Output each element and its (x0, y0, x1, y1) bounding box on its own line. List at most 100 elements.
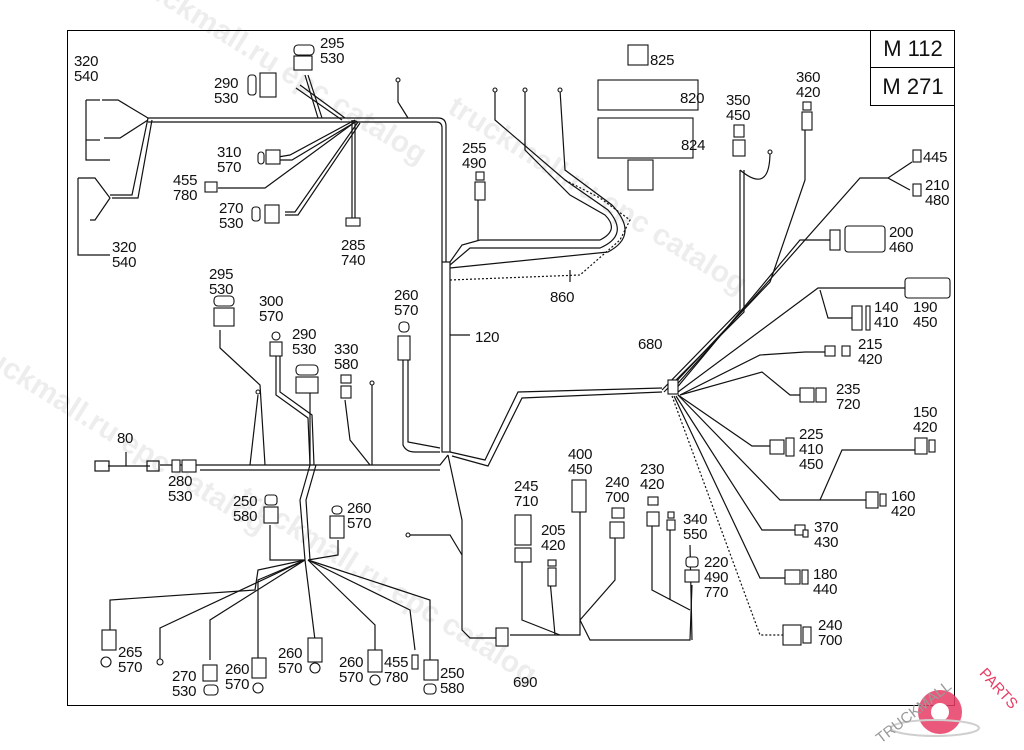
part-number: 420 (891, 503, 916, 520)
part-number: 295 (320, 35, 345, 52)
part-number: 300 (259, 293, 284, 310)
part-number: 530 (209, 281, 234, 298)
part-number: 140 (874, 299, 899, 316)
part-number: 205 (541, 522, 566, 539)
part-label-860: 860 (550, 290, 574, 305)
connectors (100, 44, 951, 696)
part-number: 225 (799, 426, 824, 443)
harness-left-bottom (94, 330, 500, 660)
part-number: 250 (233, 493, 258, 510)
part-number: 530 (172, 683, 197, 700)
part-number: 280 (168, 473, 193, 490)
part-number: 120 (475, 329, 500, 346)
part-label-690: 690 (513, 675, 537, 690)
part-number: 440 (813, 581, 838, 598)
part-number: 420 (858, 351, 883, 368)
part-number: 445 (923, 149, 948, 166)
part-number: 455 (384, 654, 409, 671)
part-number: 410 (874, 314, 899, 331)
part-number: 420 (541, 537, 566, 554)
part-number: 690 (513, 674, 538, 691)
harness-right-fan (661, 128, 915, 636)
part-number: 770 (704, 584, 729, 601)
part-number: 320 (112, 239, 137, 256)
part-number: 450 (726, 107, 751, 124)
part-number: 320 (74, 53, 99, 70)
part-number: 250 (440, 665, 465, 682)
part-label-825: 825 (650, 53, 674, 68)
part-number: 410 (799, 441, 824, 458)
part-number: 825 (650, 52, 675, 69)
part-number: 400 (568, 446, 593, 463)
part-number: 210 (925, 177, 950, 194)
part-number: 720 (836, 396, 861, 413)
part-number: 150 (913, 404, 938, 421)
part-number: 235 (836, 381, 861, 398)
part-number: 340 (683, 511, 708, 528)
part-number: 290 (214, 75, 239, 92)
part-number: 230 (640, 461, 665, 478)
part-number: 180 (813, 566, 838, 583)
logo-text-parts: PARTS (976, 665, 1021, 713)
part-number: 460 (889, 239, 914, 256)
part-number: 530 (168, 488, 193, 505)
harness-top-trunk (77, 74, 447, 262)
part-number: 350 (726, 92, 751, 109)
part-number: 450 (568, 461, 593, 478)
part-number: 530 (292, 341, 317, 358)
part-number: 270 (219, 200, 244, 217)
part-number: 420 (913, 419, 938, 436)
part-number: 824 (681, 137, 706, 154)
part-number: 570 (225, 676, 250, 693)
part-number: 580 (334, 356, 359, 373)
part-label-120: 120 (475, 330, 499, 345)
part-number: 240 (605, 474, 630, 491)
harness-bottom-center (510, 500, 693, 641)
part-number: 290 (292, 326, 317, 343)
part-number: 190 (913, 299, 938, 316)
part-number: 260 (394, 287, 419, 304)
part-number: 860 (550, 289, 575, 306)
part-number: 580 (440, 680, 465, 697)
part-number: 245 (514, 478, 539, 495)
part-number: 260 (278, 645, 303, 662)
engine-code-m112: M 112 (870, 30, 955, 68)
gear-icon (890, 690, 980, 737)
part-number: 255 (462, 140, 487, 157)
part-number: 420 (796, 84, 821, 101)
part-number: 430 (814, 534, 839, 551)
part-number: 265 (118, 644, 143, 661)
part-number: 570 (339, 669, 364, 686)
part-number: 580 (233, 508, 258, 525)
part-number: 490 (704, 569, 729, 586)
part-number: 260 (347, 500, 372, 517)
part-number: 540 (112, 254, 137, 271)
part-number: 370 (814, 519, 839, 536)
part-number: 530 (214, 90, 239, 107)
part-number: 285 (341, 237, 366, 254)
part-number: 570 (259, 308, 284, 325)
